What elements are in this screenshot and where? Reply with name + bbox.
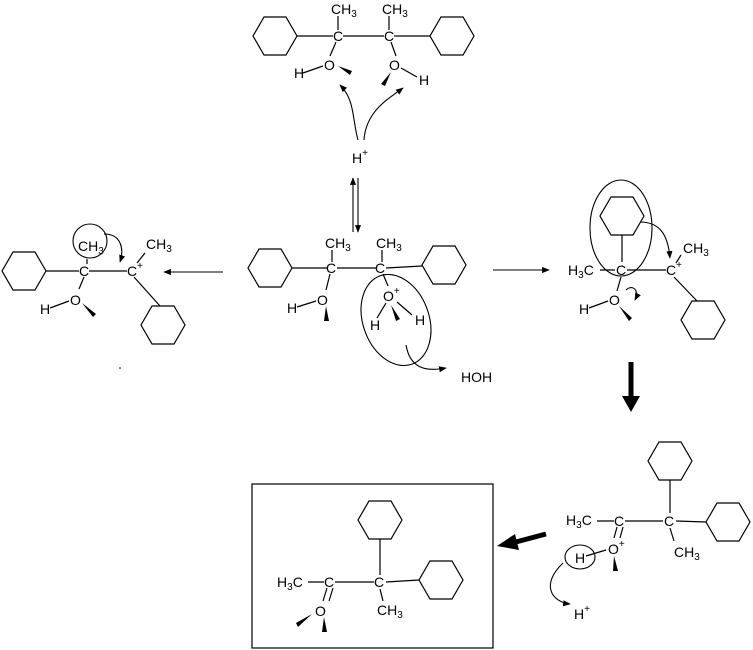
phenyl-ring xyxy=(421,245,467,285)
thick-arrow-down xyxy=(622,362,640,412)
methyl-label: CH3 xyxy=(683,240,709,259)
phenyl-ring xyxy=(357,500,403,540)
carbocation-c: C+ xyxy=(127,261,143,279)
protonated-ketone: C C H3C CH3 O+ H H+ xyxy=(549,441,751,622)
carbocation-phenyl-shift: C C+ H3C CH3 O H xyxy=(568,179,726,340)
phenyl-ring xyxy=(418,560,464,600)
water-loss-arrow xyxy=(405,344,447,373)
atom-c: C xyxy=(326,260,336,276)
methyl-label: CH3 xyxy=(78,238,104,257)
methyl-label: H3C xyxy=(568,262,594,281)
proton-attack-arrow xyxy=(363,87,404,141)
migrating-group-circle xyxy=(72,223,108,259)
migrating-group-circle xyxy=(589,179,653,277)
atom-c: C xyxy=(374,574,384,590)
deprotonation-arrow xyxy=(549,562,571,607)
atom-o: O xyxy=(70,292,81,308)
methyl-label: CH3 xyxy=(376,235,402,254)
lone-pair-arrow xyxy=(625,287,641,301)
atom-h: H xyxy=(575,550,585,566)
phenyl-ring xyxy=(1,251,47,291)
atom-c: C xyxy=(616,262,626,278)
methyl-label: CH3 xyxy=(674,544,700,563)
methyl-shift-arrow xyxy=(103,233,126,263)
atom-h: H xyxy=(294,65,304,81)
stray-dot xyxy=(119,367,121,369)
proton-circle xyxy=(564,544,596,570)
product-box xyxy=(251,483,494,649)
atom-o: O xyxy=(609,292,620,308)
atom-h: H xyxy=(370,317,380,333)
protonated-diol: C C CH3 CH3 O H O+ H H HOH xyxy=(247,235,492,385)
atom-h: H xyxy=(419,72,429,88)
atom-c: C xyxy=(324,574,334,590)
phenyl-ring xyxy=(705,502,751,542)
atom-h: H xyxy=(287,300,297,316)
phenyl-shift-arrow xyxy=(639,221,673,259)
phenyl-ring xyxy=(252,16,298,56)
atom-o: O xyxy=(317,292,328,308)
oxonium-o: O+ xyxy=(383,286,400,304)
atom-c: C xyxy=(79,263,89,279)
carbocation-methyl-shift: C C+ CH3 CH3 O H xyxy=(1,223,186,369)
pinacol-diol: C C CH3 CH3 O O H H H+ xyxy=(252,1,475,166)
atom-c: C xyxy=(375,260,385,276)
phenyl-ring xyxy=(140,305,186,345)
atom-c: C xyxy=(384,28,394,44)
leaving-group-circle xyxy=(360,273,432,367)
atom-o: O xyxy=(324,57,335,73)
carbocation-c: C+ xyxy=(666,260,682,278)
pinacolone-product: C C H3C CH3 O xyxy=(277,500,464,632)
proton-attack-arrow xyxy=(339,84,359,141)
proton-label: H+ xyxy=(352,148,368,166)
methyl-label: CH3 xyxy=(331,1,357,20)
phenyl-ring xyxy=(647,441,693,481)
methyl-label: CH3 xyxy=(377,602,403,621)
atom-h: H xyxy=(579,301,589,317)
atom-c: C xyxy=(664,513,674,529)
atom-o: O xyxy=(389,57,400,73)
methyl-label: CH3 xyxy=(325,235,351,254)
thick-arrow-left xyxy=(497,531,547,550)
methyl-label: H3C xyxy=(566,512,592,531)
phenyl-ring xyxy=(429,16,475,56)
equilibrium-arrows xyxy=(349,177,362,233)
oxonium-o: O+ xyxy=(608,539,625,557)
atom-o: O xyxy=(315,603,326,619)
phenyl-ring xyxy=(680,300,726,340)
methyl-label: H3C xyxy=(277,574,303,593)
methyl-label: CH3 xyxy=(382,1,408,20)
proton-label: H+ xyxy=(574,604,590,622)
phenyl-ring xyxy=(247,248,293,288)
atom-h: H xyxy=(40,301,50,317)
atom-h: H xyxy=(415,312,425,328)
methyl-label: CH3 xyxy=(146,236,172,255)
phenyl-ring xyxy=(599,196,645,236)
atom-c: C xyxy=(614,513,624,529)
atom-c: C xyxy=(333,28,343,44)
water-label: HOH xyxy=(461,369,492,385)
